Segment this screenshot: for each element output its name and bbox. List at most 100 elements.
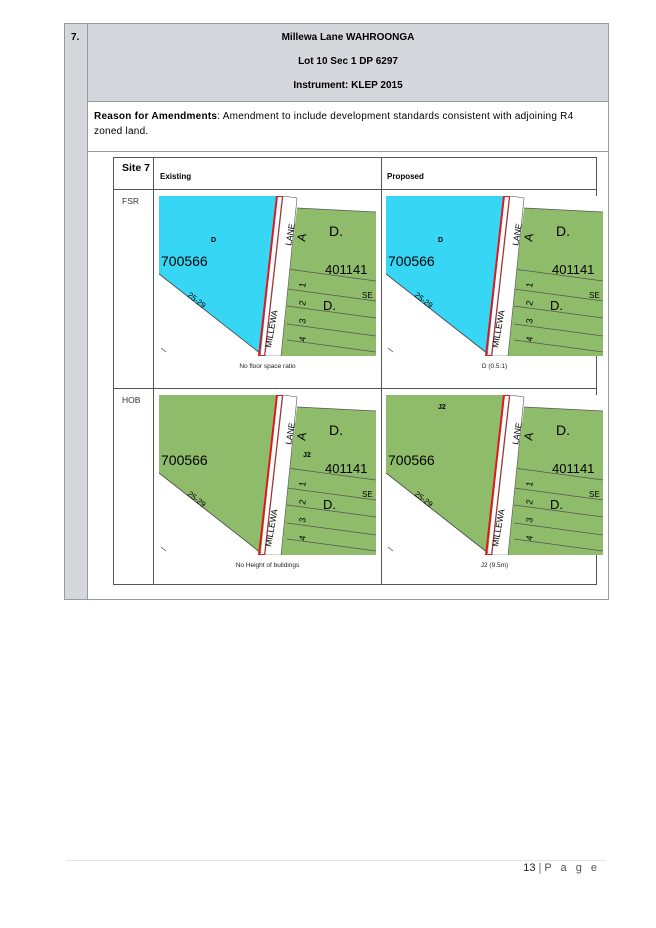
map-lot-right: 401141 bbox=[552, 262, 594, 277]
map-street-name: LANE bbox=[510, 222, 524, 246]
map-lot-letter: D. bbox=[323, 298, 336, 313]
map-lot-line bbox=[523, 207, 603, 213]
map-neighbour-area bbox=[279, 407, 376, 555]
map-lot-letter: D. bbox=[550, 298, 563, 313]
map-lot-boundary bbox=[386, 472, 489, 554]
map-lot-2: 2 bbox=[297, 300, 308, 307]
map-lane bbox=[491, 395, 525, 555]
map-tick-mark bbox=[387, 347, 394, 353]
map-lot-line bbox=[286, 522, 376, 536]
item-header: Millewa Lane WAHROONGA Lot 10 Sec 1 DP 6… bbox=[88, 24, 608, 102]
caption-fsr-proposed: D (0.5:1) bbox=[481, 363, 508, 370]
map-lot-line bbox=[286, 339, 376, 353]
item-number: 7. bbox=[71, 32, 80, 43]
map-lot-line bbox=[513, 323, 603, 337]
map-lot-line bbox=[513, 538, 603, 552]
map-lot-letter: D. bbox=[323, 497, 336, 512]
lot-description: Lot 10 Sec 1 DP 6297 bbox=[298, 56, 398, 67]
map-lot-line bbox=[523, 406, 603, 412]
map-lot-line bbox=[296, 207, 376, 213]
map-lot-1: 1 bbox=[297, 282, 308, 289]
map-lot-boundary bbox=[386, 273, 489, 355]
caption-fsr-existing: No floor space ratio bbox=[239, 363, 296, 370]
row-label-hob: HOB bbox=[122, 395, 141, 405]
map-lot-line bbox=[286, 268, 376, 282]
map-lot-1: 1 bbox=[297, 481, 308, 488]
row-label-fsr: FSR bbox=[122, 196, 139, 206]
map-section-label: SE bbox=[589, 490, 600, 499]
map-lot-right: 401141 bbox=[552, 461, 594, 476]
map-neighbour-area bbox=[506, 407, 603, 555]
divider bbox=[88, 151, 608, 152]
item-number-column: 7. bbox=[65, 24, 88, 599]
column-header-proposed: Proposed bbox=[387, 172, 424, 181]
page-footer: 13|P a g e bbox=[523, 862, 600, 874]
map-lot-right: 401141 bbox=[325, 262, 367, 277]
map-tick-mark bbox=[160, 546, 167, 552]
map-lot-4: 4 bbox=[524, 336, 535, 343]
map-zone-code: J2 bbox=[438, 404, 446, 411]
map-lot-number: 700566 bbox=[161, 253, 208, 269]
map-zone-area bbox=[386, 196, 504, 354]
map-lot-line bbox=[513, 504, 603, 518]
map-lot-1: 1 bbox=[524, 481, 535, 488]
map-lot-line bbox=[513, 487, 603, 501]
map-section-label: SE bbox=[589, 291, 600, 300]
map-lot-3: 3 bbox=[297, 318, 308, 325]
map-lot-line bbox=[286, 467, 376, 481]
map-lot-3: 3 bbox=[297, 517, 308, 524]
map-lot-3: 3 bbox=[524, 318, 535, 325]
map-lot-letter: D. bbox=[329, 223, 343, 239]
map-lot-2: 2 bbox=[297, 499, 308, 506]
map-lot-line bbox=[513, 305, 603, 319]
reason-label: Reason for Amendments bbox=[94, 111, 218, 122]
map-lot-4: 4 bbox=[297, 336, 308, 343]
map-lot-letter: A bbox=[521, 431, 536, 441]
map-lot-2: 2 bbox=[524, 499, 535, 506]
map-lot-number: 700566 bbox=[388, 253, 435, 269]
map-lot-boundary bbox=[159, 472, 262, 554]
map-street-name: LANE bbox=[283, 421, 297, 445]
footer-rule bbox=[66, 860, 606, 861]
map-lot-line bbox=[513, 339, 603, 353]
table-divider bbox=[114, 189, 596, 190]
map-lot-line bbox=[286, 323, 376, 337]
map-lot-letter: D. bbox=[329, 422, 343, 438]
map-lot-line bbox=[286, 504, 376, 518]
map-lane bbox=[264, 395, 298, 555]
map-neighbour-area bbox=[506, 208, 603, 356]
map-lot-letter: D. bbox=[556, 223, 570, 239]
map-zone-code: D bbox=[211, 237, 216, 244]
footer-separator: | bbox=[538, 862, 542, 874]
map-neighbour-area bbox=[279, 208, 376, 356]
map-section-label: SE bbox=[362, 291, 373, 300]
map-street-name: LANE bbox=[510, 421, 524, 445]
table-divider bbox=[153, 158, 154, 584]
map-site-boundary bbox=[257, 196, 285, 356]
map-lot-line bbox=[513, 467, 603, 481]
map-lot-number: 700566 bbox=[388, 452, 435, 468]
site-label: Site 7 bbox=[122, 162, 151, 174]
map-zone-area bbox=[159, 196, 277, 354]
map-lot-line bbox=[286, 487, 376, 501]
map-site-boundary bbox=[484, 395, 512, 555]
map-lane bbox=[264, 196, 298, 356]
map-tick-mark bbox=[387, 546, 394, 552]
map-lot-3: 3 bbox=[524, 517, 535, 524]
reason-text: : Amendment to include development stand… bbox=[94, 111, 574, 137]
table-divider bbox=[114, 388, 596, 389]
map-lot-boundary bbox=[159, 273, 262, 355]
map-lot-letter: A bbox=[294, 232, 309, 242]
reason-for-amendments: Reason for Amendments: Amendment to incl… bbox=[94, 109, 604, 139]
map-lot-number: 700566 bbox=[161, 452, 208, 468]
map-lot-4: 4 bbox=[297, 535, 308, 542]
page-word: P a g e bbox=[544, 862, 600, 874]
map-lot-right: 401141 bbox=[325, 461, 367, 476]
instrument: Instrument: KLEP 2015 bbox=[293, 80, 403, 91]
map-lot-1: 1 bbox=[524, 282, 535, 289]
map-street-name: LANE bbox=[283, 222, 297, 246]
page-number: 13 bbox=[523, 862, 536, 874]
